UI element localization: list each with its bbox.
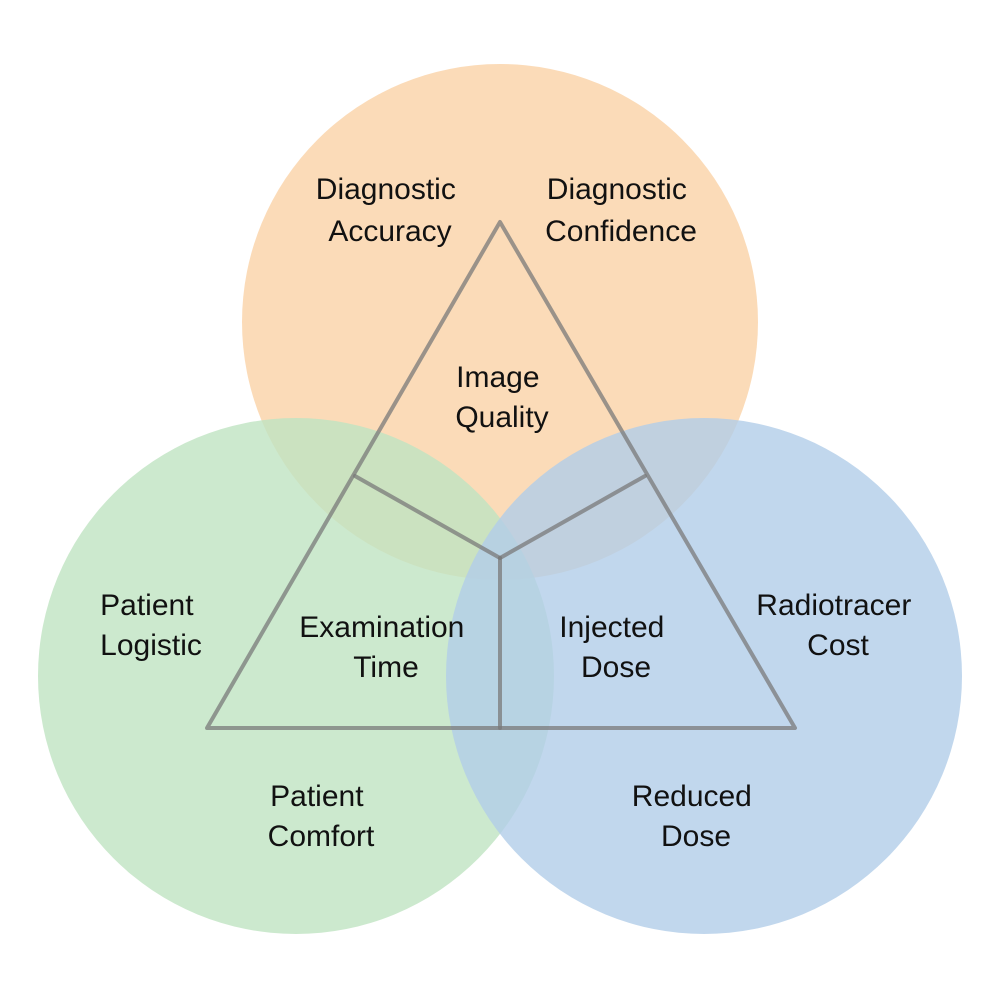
label-examination-time: Examination Time: [299, 611, 472, 684]
label-injected-dose: Injected Dose: [559, 611, 672, 684]
divider-right: [498, 474, 647, 560]
circle-left: [38, 418, 554, 934]
label-patient-comfort: Patient Comfort: [268, 780, 375, 853]
divider-left: [353, 474, 502, 560]
label-diagnostic-confidence: Diagnostic Confidence: [545, 173, 697, 248]
label-patient-logistic: Patient Logistic: [100, 589, 202, 662]
label-image-quality: Image Quality: [455, 361, 548, 434]
circle-right: [446, 418, 962, 934]
label-radiotracer-cost: Radiotracer Cost: [756, 589, 919, 662]
label-diagnostic-accuracy: Diagnostic Accuracy: [316, 173, 464, 248]
label-reduced-dose: Reduced Dose: [632, 780, 760, 853]
